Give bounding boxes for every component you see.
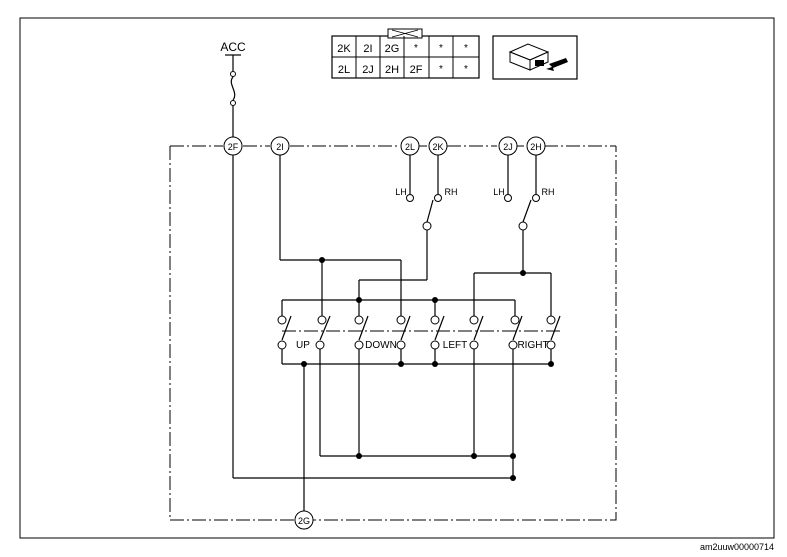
figure-id: am2uuw00000714	[700, 542, 774, 552]
selector-contact-rh	[532, 194, 540, 202]
selector-common	[518, 221, 528, 231]
switch-label-up: UP	[296, 340, 310, 351]
svg-text:2K: 2K	[432, 142, 443, 152]
selector-label-lh: LH	[493, 187, 505, 197]
svg-text:2G: 2G	[298, 516, 310, 526]
mirror-select-switch-arm	[426, 199, 434, 223]
svg-text:2L: 2L	[405, 142, 415, 152]
terminal-2k: 2K	[428, 136, 448, 156]
switch-label-down: DOWN	[365, 340, 397, 351]
selector-label-rh: RH	[445, 187, 458, 197]
connector-cell: 2F	[410, 64, 423, 76]
connector-cell: *	[464, 43, 468, 54]
selector-common	[422, 221, 432, 231]
fuse-terminal	[230, 71, 236, 77]
connector-cell: 2I	[363, 43, 372, 55]
terminal-2f: 2F	[223, 136, 243, 156]
fuse-icon	[230, 76, 236, 101]
connector-cell: *	[439, 43, 443, 54]
switch-label-left: LEFT	[443, 340, 467, 351]
fuse-terminal	[230, 100, 236, 106]
selector-label-lh: LH	[395, 187, 407, 197]
switch-label-right: RIGHT	[517, 340, 548, 351]
svg-text:2F: 2F	[228, 142, 239, 152]
terminal-2l: 2L	[400, 136, 420, 156]
selector-contact-lh	[406, 194, 414, 202]
connector-cell: *	[464, 64, 468, 75]
diagram-border	[19, 17, 775, 539]
connector-cell: 2G	[385, 43, 400, 55]
connector-cell: 2H	[385, 64, 399, 76]
mirror-select-switch-arm	[522, 199, 532, 223]
connector-cell: *	[439, 64, 443, 75]
terminal-2j: 2J	[498, 136, 518, 156]
connector-face: 2K 2I 2G * * * 2L 2J 2H 2F * *	[331, 28, 480, 79]
connector-cell: *	[414, 43, 418, 54]
selector-label-rh: RH	[542, 187, 555, 197]
terminal-2h: 2H	[526, 136, 546, 156]
terminal-2g: 2G	[294, 510, 314, 530]
svg-text:2I: 2I	[276, 142, 284, 152]
unit-boundary	[169, 146, 617, 521]
mirror-switch-contacts	[277, 315, 561, 350]
connector-cell: 2L	[338, 64, 350, 76]
connector-cell: 2K	[337, 43, 351, 55]
connector-location-icon	[492, 35, 578, 80]
terminal-2i: 2I	[270, 136, 290, 156]
connector-cell: 2J	[362, 64, 374, 76]
junction-dots	[301, 257, 554, 481]
selector-contact-lh	[504, 194, 512, 202]
svg-text:2H: 2H	[530, 142, 542, 152]
svg-text:2J: 2J	[503, 142, 513, 152]
selector-contact-rh	[434, 194, 442, 202]
power-label-acc: ACC	[220, 40, 246, 54]
